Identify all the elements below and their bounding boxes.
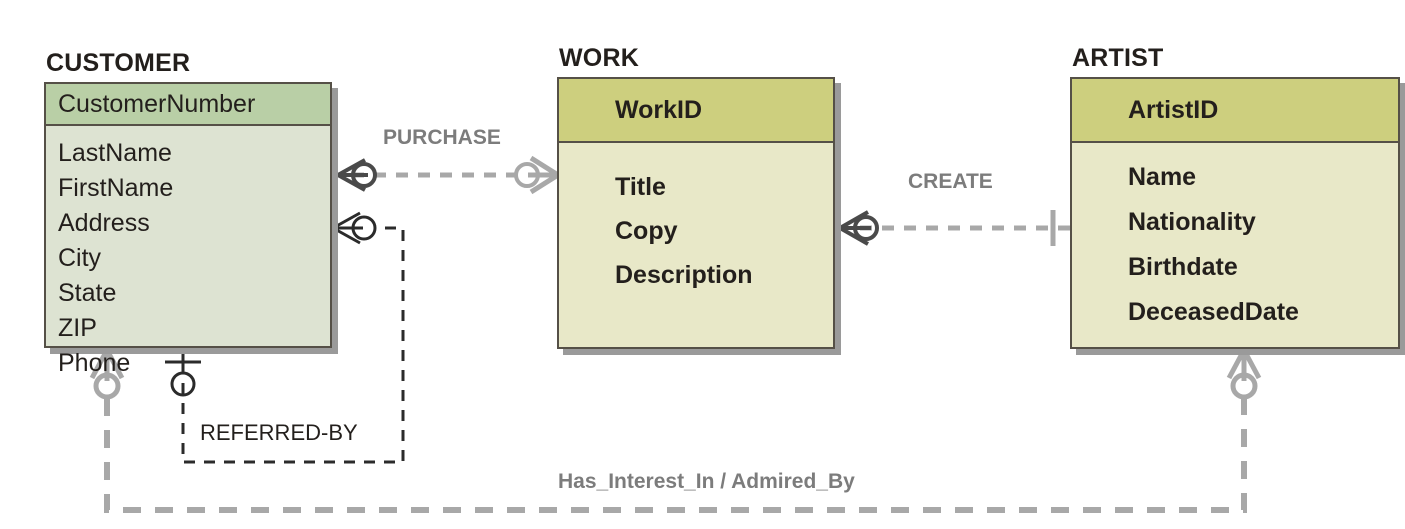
has-interest-customer-end-crowsfoot-zero-many	[89, 348, 125, 400]
entity-artist[interactable]: ARTIST ArtistID Name Nationality Birthda…	[1070, 44, 1400, 349]
attribute: City	[58, 244, 102, 272]
purchase-work-end-crowsfoot-zero-many	[514, 155, 560, 195]
attribute: Birthdate	[1128, 253, 1238, 281]
entity-customer-title: CUSTOMER	[46, 49, 191, 77]
entity-work-primary-key: WorkID	[559, 79, 833, 143]
entity-artist-title: ARTIST	[1072, 44, 1164, 72]
relationship-has-interest-in	[89, 348, 1262, 513]
attribute: Phone	[58, 349, 131, 377]
relationship-label-purchase: PURCHASE	[383, 126, 501, 149]
relationship-purchase	[337, 155, 560, 195]
create-work-end-crowsfoot-zero-many	[839, 210, 879, 246]
purchase-customer-end-crowsfoot-zero-many	[337, 158, 377, 192]
attribute: ZIP	[58, 314, 97, 342]
entity-work-title: WORK	[559, 44, 639, 72]
relationship-label-referred-by: REFERRED-BY	[200, 420, 358, 445]
has-interest-in-path	[104, 398, 1247, 513]
relationship-create	[839, 210, 1070, 246]
relationship-label-has-interest-in: Has_Interest_In / Admired_By	[558, 470, 855, 493]
attribute: LastName	[58, 139, 172, 167]
entity-work[interactable]: WORK WorkID Title Copy Description	[557, 44, 835, 349]
attribute: Address	[58, 209, 150, 237]
attribute: State	[58, 279, 117, 307]
entity-artist-attributes: Name Nationality Birthdate DeceasedDate	[1072, 143, 1398, 347]
entity-customer-attributes: LastName FirstName Address City State ZI…	[46, 126, 330, 377]
relationship-referred-by	[165, 211, 405, 464]
attribute: FirstName	[58, 174, 174, 202]
attribute: Name	[1128, 163, 1197, 191]
attribute: Copy	[615, 217, 678, 245]
referred-by-one-end-zero-or-one	[165, 352, 201, 397]
attribute: Description	[615, 261, 753, 289]
relationship-label-create: CREATE	[908, 170, 993, 193]
entity-customer[interactable]: CUSTOMER CustomerNumber LastName FirstNa…	[44, 49, 332, 377]
referred-by-many-end-crowsfoot-zero-many	[332, 211, 377, 245]
attribute: DeceasedDate	[1128, 298, 1299, 326]
entity-work-attributes: Title Copy Description	[559, 143, 833, 347]
has-interest-artist-end-crowsfoot-zero-many	[1226, 348, 1262, 400]
attribute: Title	[615, 173, 666, 201]
attribute: Nationality	[1128, 208, 1256, 236]
entity-customer-primary-key: CustomerNumber	[46, 84, 330, 126]
entity-artist-primary-key: ArtistID	[1072, 79, 1398, 143]
